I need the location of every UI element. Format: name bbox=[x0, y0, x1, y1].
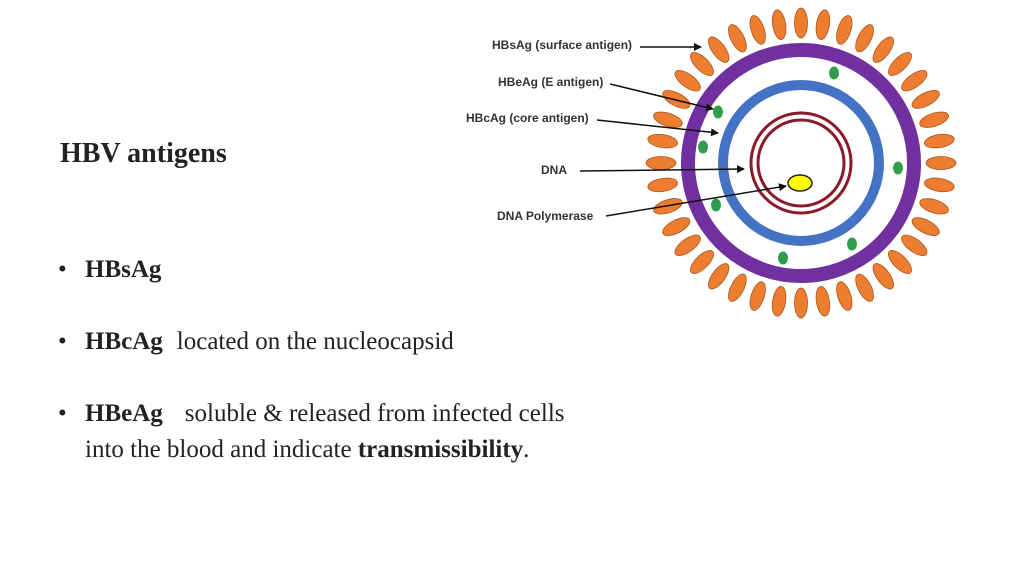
surface-spike bbox=[919, 111, 949, 128]
surface-spike bbox=[911, 90, 940, 109]
surface-spike bbox=[690, 52, 714, 76]
surface-spike bbox=[708, 36, 730, 63]
slide-title: HBV antigens bbox=[60, 138, 227, 169]
surface-spike bbox=[901, 234, 928, 256]
bullet-hbeag-emphasis: transmissibility bbox=[357, 436, 524, 463]
dna-polymerase bbox=[787, 174, 813, 192]
surface-spike bbox=[647, 177, 678, 193]
surface-spikes bbox=[645, 7, 957, 319]
e-antigen-dot bbox=[847, 237, 857, 251]
surface-spike bbox=[924, 177, 955, 193]
surface-spike bbox=[855, 273, 874, 302]
surface-spike bbox=[771, 9, 787, 40]
bullet-hbeag: HBeAg soluble & released from infected ce… bbox=[58, 396, 678, 468]
e-antigen-dot bbox=[713, 105, 723, 119]
viral-envelope bbox=[681, 43, 921, 283]
surface-spike bbox=[815, 9, 831, 40]
bullet-hbcag: HBcAg located on the nucleocapsid bbox=[58, 324, 678, 360]
bullet-hbeag-desc: soluble & released from infected cells bbox=[184, 400, 565, 427]
bullet-hbeag-tail: . bbox=[523, 436, 530, 463]
label-dna: DNA bbox=[541, 163, 567, 177]
e-antigen-dot bbox=[698, 140, 708, 154]
surface-spike bbox=[653, 111, 683, 128]
surface-spike bbox=[662, 217, 691, 236]
surface-spike bbox=[836, 15, 853, 45]
surface-spike bbox=[872, 36, 894, 63]
bullet-hbeag-term: HBeAg bbox=[85, 400, 163, 427]
bullet-hbcag-desc: located on the nucleocapsid bbox=[176, 328, 454, 355]
surface-spike bbox=[708, 263, 730, 290]
arrow-dna bbox=[579, 165, 745, 174]
surface-spike bbox=[911, 217, 940, 236]
antigen-list: HBsAg HBcAg located on the nucleocapsid H… bbox=[58, 252, 678, 468]
bullet-hbsag: HBsAg bbox=[58, 252, 678, 288]
e-antigen-dot bbox=[829, 66, 839, 80]
e-antigen-dot bbox=[778, 251, 788, 265]
arrow-core-antigen bbox=[596, 119, 719, 137]
bullet-hbsag-term: HBsAg bbox=[85, 256, 162, 283]
label-dna-polymerase: DNA Polymerase bbox=[497, 209, 594, 223]
e-antigen-dot bbox=[893, 161, 903, 175]
surface-spike bbox=[728, 24, 747, 53]
surface-spike bbox=[924, 133, 955, 149]
surface-spike bbox=[794, 7, 808, 39]
surface-spike bbox=[674, 234, 701, 256]
bullet-hbcag-term: HBcAg bbox=[85, 328, 163, 355]
surface-spike bbox=[674, 70, 701, 92]
surface-spike bbox=[645, 156, 677, 170]
label-surface-antigen: HBsAg (surface antigen) bbox=[492, 38, 632, 52]
e-antigen-dot bbox=[711, 198, 721, 212]
surface-spike bbox=[855, 24, 874, 53]
surface-spike bbox=[919, 198, 949, 215]
surface-spike bbox=[690, 250, 714, 274]
dna-outer-strand bbox=[749, 111, 853, 215]
arrow-dna-polymerase bbox=[605, 183, 787, 217]
surface-spike bbox=[728, 273, 747, 302]
nucleocapsid-ring bbox=[718, 80, 884, 246]
surface-spike bbox=[647, 133, 678, 149]
surface-spike bbox=[836, 281, 853, 311]
e-antigen-dots bbox=[698, 66, 903, 265]
surface-spike bbox=[901, 70, 928, 92]
label-e-antigen: HBeAg (E antigen) bbox=[498, 75, 603, 89]
label-core-antigen: HBcAg (core antigen) bbox=[466, 111, 589, 125]
surface-spike bbox=[872, 263, 894, 290]
surface-spike bbox=[888, 52, 912, 76]
surface-spike bbox=[771, 286, 787, 317]
surface-spike bbox=[749, 281, 766, 311]
surface-spike bbox=[815, 286, 831, 317]
surface-spike bbox=[925, 156, 957, 170]
surface-spike bbox=[888, 250, 912, 274]
surface-spike bbox=[794, 287, 808, 319]
bullet-hbeag-desc-line2: into the blood and indicate bbox=[85, 436, 358, 463]
surface-spike bbox=[749, 15, 766, 45]
arrow-e-antigen bbox=[609, 83, 714, 112]
dna-inner-strand bbox=[756, 118, 846, 208]
